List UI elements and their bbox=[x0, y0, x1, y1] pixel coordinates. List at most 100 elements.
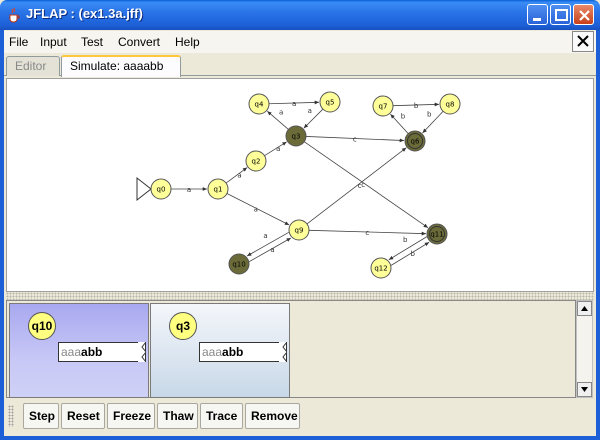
transition-label[interactable]: a bbox=[187, 186, 191, 194]
state-q2[interactable]: q2 bbox=[245, 150, 267, 172]
tape-remaining: abb bbox=[81, 345, 103, 359]
reset-button[interactable]: Reset bbox=[61, 403, 105, 429]
transition-label[interactable]: b bbox=[410, 250, 415, 258]
split-pane-divider[interactable] bbox=[6, 292, 594, 300]
transition-label[interactable]: a bbox=[292, 100, 296, 108]
transition-q7-q8[interactable] bbox=[392, 102, 440, 107]
trace-button[interactable]: Trace bbox=[200, 403, 243, 429]
state-q3[interactable]: q3 bbox=[285, 125, 307, 147]
state-q12[interactable]: q12 bbox=[370, 257, 392, 279]
transition-label[interactable]: b bbox=[414, 102, 419, 110]
transition-label[interactable]: c bbox=[353, 135, 357, 143]
transition-label[interactable]: a bbox=[276, 145, 280, 153]
transition-label[interactable]: a bbox=[254, 206, 258, 214]
state-q11[interactable]: q11 bbox=[426, 223, 448, 245]
transition-q2-q3[interactable] bbox=[264, 141, 287, 157]
transition-q9-q11[interactable] bbox=[308, 229, 427, 236]
close-window-button[interactable] bbox=[573, 4, 594, 25]
svg-text:q3: q3 bbox=[292, 133, 301, 141]
title-bar[interactable]: JFLAP : (ex1.3a.jff) bbox=[0, 0, 600, 30]
close-icon bbox=[579, 10, 590, 21]
transition-label[interactable]: a bbox=[237, 171, 241, 179]
svg-text:q1: q1 bbox=[214, 186, 223, 194]
window-title: JFLAP : (ex1.3a.jff) bbox=[26, 6, 143, 21]
transition-label[interactable]: c bbox=[358, 182, 362, 190]
state-q0[interactable]: q0 bbox=[136, 176, 172, 202]
tape-read: aaa bbox=[202, 345, 223, 359]
transition-label[interactable]: c bbox=[365, 229, 369, 237]
tab-strip: Editor Simulate: aaaabb bbox=[4, 54, 596, 77]
config-state: q3 bbox=[169, 312, 197, 340]
transition-q9-q10[interactable] bbox=[246, 231, 290, 257]
svg-text:q6: q6 bbox=[411, 138, 420, 146]
step-button[interactable]: Step bbox=[23, 403, 59, 429]
state-q10[interactable]: q10 bbox=[228, 253, 250, 275]
transition-q11-q12[interactable] bbox=[388, 236, 428, 261]
menu-input[interactable]: Input bbox=[40, 35, 67, 49]
tape-torn-edge-icon bbox=[279, 342, 287, 362]
state-q7[interactable]: q7 bbox=[372, 95, 394, 117]
transition-q3-q11[interactable] bbox=[303, 141, 429, 229]
scroll-down-button[interactable] bbox=[577, 382, 592, 397]
transition-q4-q5[interactable] bbox=[268, 100, 320, 105]
transition-label[interactable]: b bbox=[403, 236, 408, 244]
configurations-scrollbar[interactable] bbox=[576, 300, 593, 398]
remove-button[interactable]: Remove bbox=[245, 403, 300, 429]
configuration-card[interactable]: q3 aaaabb bbox=[150, 303, 290, 398]
transition-q5-q3[interactable] bbox=[303, 108, 324, 129]
transition-label[interactable]: c bbox=[361, 181, 365, 189]
svg-text:q12: q12 bbox=[374, 265, 387, 273]
close-icon bbox=[577, 35, 589, 47]
transition-label[interactable]: a bbox=[263, 232, 267, 240]
tab-editor[interactable]: Editor bbox=[6, 56, 60, 76]
menu-file[interactable]: File bbox=[9, 35, 29, 49]
svg-text:q4: q4 bbox=[255, 101, 264, 109]
transition-q8-q6[interactable] bbox=[422, 110, 444, 134]
transition-label[interactable]: a bbox=[270, 246, 274, 254]
transition-label[interactable]: a bbox=[308, 107, 312, 115]
java-cup-icon bbox=[9, 7, 20, 23]
transition-q10-q9[interactable] bbox=[248, 237, 292, 263]
transition-q6-q7[interactable] bbox=[390, 113, 409, 134]
menu-test[interactable]: Test bbox=[81, 35, 104, 49]
scroll-up-button[interactable] bbox=[577, 301, 592, 316]
arrow-up-icon bbox=[581, 306, 588, 311]
transition-q9-q6[interactable] bbox=[306, 147, 407, 225]
menu-help[interactable]: Help bbox=[175, 35, 200, 49]
configuration-card[interactable]: q10 aaaabb bbox=[9, 303, 149, 398]
thaw-button[interactable]: Thaw bbox=[157, 403, 198, 429]
tape-read: aaa bbox=[61, 345, 82, 359]
transition-q3-q4[interactable] bbox=[267, 110, 289, 130]
transition-q1-q2[interactable] bbox=[225, 167, 248, 184]
state-q1[interactable]: q1 bbox=[207, 178, 229, 200]
svg-text:q10: q10 bbox=[232, 261, 245, 269]
svg-text:q9: q9 bbox=[295, 227, 304, 235]
tape-torn-edge-icon bbox=[138, 342, 146, 362]
transition-label[interactable]: b bbox=[401, 112, 406, 120]
transition-q1-q9[interactable] bbox=[226, 193, 290, 226]
state-q6[interactable]: q6 bbox=[404, 130, 426, 152]
freeze-button[interactable]: Freeze bbox=[107, 403, 155, 429]
transition-q12-q11[interactable] bbox=[390, 241, 430, 266]
state-q9[interactable]: q9 bbox=[288, 219, 310, 241]
toolbar-grip[interactable] bbox=[8, 405, 14, 427]
state-q8[interactable]: q8 bbox=[439, 93, 461, 115]
transition-q3-q6[interactable] bbox=[305, 136, 405, 143]
state-q4[interactable]: q4 bbox=[248, 93, 270, 115]
config-tape: aaaabb bbox=[58, 342, 146, 362]
close-tab-button[interactable] bbox=[572, 31, 594, 52]
menu-bar: File Input Test Convert Help bbox=[4, 31, 596, 53]
minimize-button[interactable] bbox=[527, 4, 548, 25]
tab-simulate[interactable]: Simulate: aaaabb bbox=[61, 55, 181, 77]
maximize-button[interactable] bbox=[550, 4, 571, 25]
menu-convert[interactable]: Convert bbox=[118, 35, 161, 49]
transition-label[interactable]: b bbox=[427, 111, 432, 119]
config-state: q10 bbox=[28, 312, 56, 340]
svg-text:q0: q0 bbox=[157, 186, 166, 194]
minimize-icon bbox=[533, 18, 541, 21]
state-q5[interactable]: q5 bbox=[319, 91, 341, 113]
transition-label[interactable]: a bbox=[279, 109, 283, 117]
svg-text:q2: q2 bbox=[252, 158, 261, 166]
